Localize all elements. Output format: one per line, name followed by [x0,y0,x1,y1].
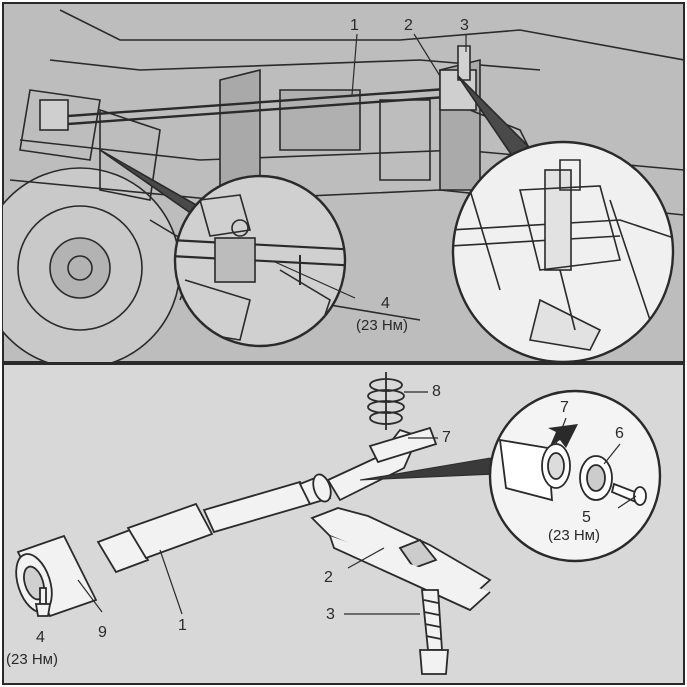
bracket-plate [310,507,492,612]
callout-7-top: 7 [442,429,451,446]
callout-8: 8 [432,383,441,400]
leader-2 [347,547,385,569]
callout-5-torque: (23 Нм) [548,527,600,544]
bottom-panel [2,363,685,685]
small-bolt [34,587,52,617]
callout-4: 4 [36,629,45,646]
spring [367,372,405,430]
leader-6 [603,443,621,465]
leader-5 [617,495,637,509]
callout-4-top: 4 [381,295,390,312]
callout-9: 9 [98,624,107,641]
detail-arrow-icon [548,424,578,448]
top-panel [2,2,685,364]
bolt [419,589,449,675]
callout-4-torque: (23 Нм) [6,651,58,668]
callout-3: 3 [326,606,335,623]
leader-7-detail [555,417,567,445]
callout-3-top: 3 [460,17,469,34]
leader-2-top [413,33,441,77]
callout-5: 5 [582,509,591,526]
callout-7-detail: 7 [560,399,569,416]
handle-assembly [326,426,438,502]
leader-4-top [274,261,356,299]
callout-6: 6 [615,425,624,442]
nut-detail-inset [488,389,662,563]
callout-2: 2 [324,569,333,586]
callout-1: 1 [178,617,187,634]
callout-4-top-torque: (23 Нм) [356,317,408,334]
leader-1-top [351,33,358,96]
leader-1 [159,549,183,615]
left-detail-inset [173,174,347,348]
extension-bar [96,473,332,574]
callout-2-top: 2 [404,17,413,34]
leader-9 [77,579,103,613]
right-detail-inset [451,140,675,364]
callout-1-top: 1 [350,17,359,34]
